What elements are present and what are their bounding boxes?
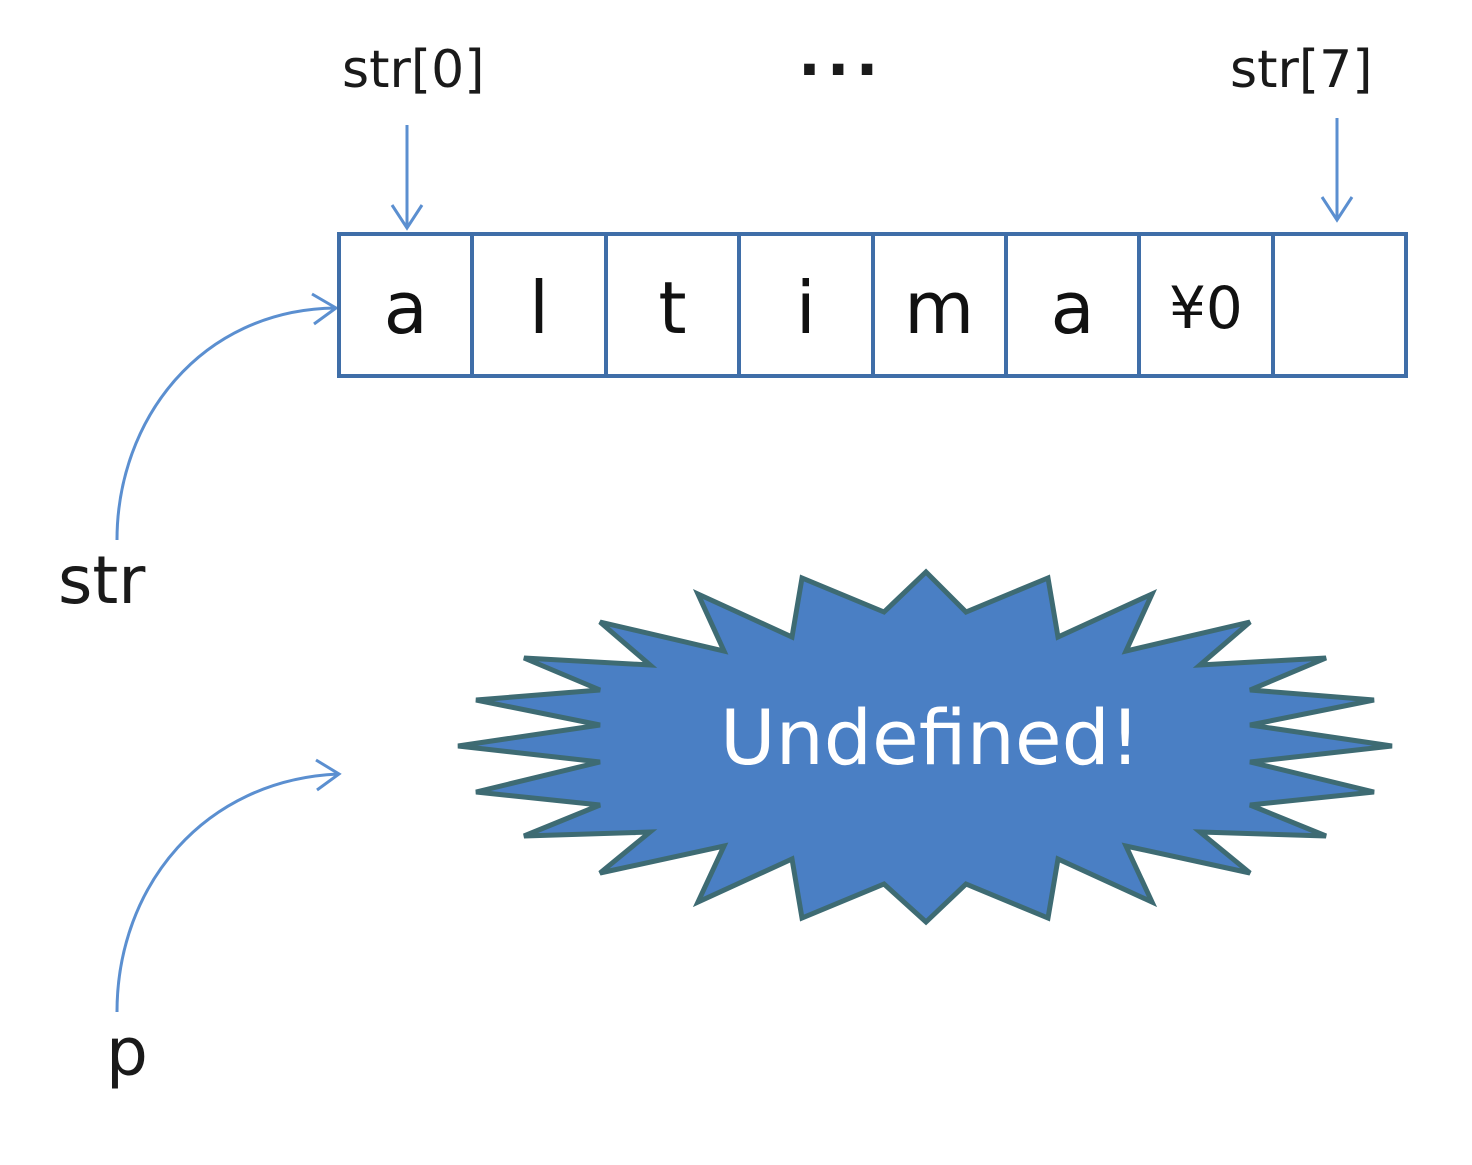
array-cell-3: i (741, 236, 875, 374)
array-cell-7 (1275, 236, 1404, 374)
undefined-burst-text: Undefined! (720, 693, 1141, 782)
array-cell-5: a (1008, 236, 1142, 374)
undefined-burst-shape (457, 568, 1393, 926)
array-cell-1: l (474, 236, 608, 374)
variable-label-str: str (58, 542, 146, 619)
array-cell-4: m (875, 236, 1008, 374)
index-ellipsis: ··· (798, 35, 885, 105)
p-pointer-arrow (115, 758, 342, 1013)
variable-label-p: p (106, 1014, 148, 1091)
str-pointer-arrow (115, 292, 339, 541)
index-label-last: str[7] (1230, 40, 1373, 100)
array-cell-0: a (341, 236, 475, 374)
array-cell-2: t (608, 236, 742, 374)
index-arrow-last (1320, 118, 1354, 223)
array-cell-6: ¥0 (1141, 236, 1275, 374)
char-array: a l t i m a ¥0 (337, 232, 1408, 378)
index-arrow-first (390, 125, 424, 231)
index-label-first: str[0] (342, 40, 485, 100)
